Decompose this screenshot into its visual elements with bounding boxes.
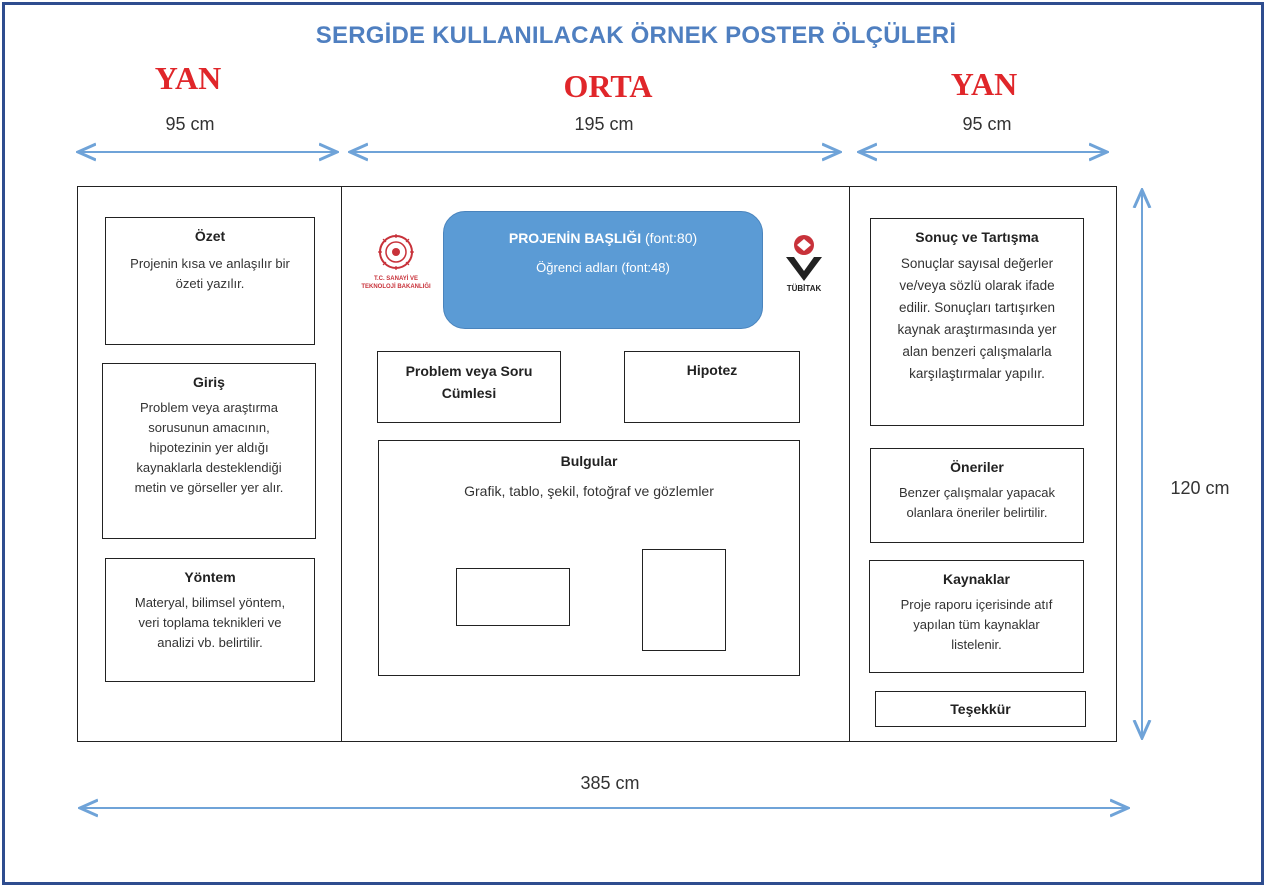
- project-title-box: PROJENİN BAŞLIĞI (font:80) Öğrenci adlar…: [443, 211, 763, 329]
- problem-title-line: Problem veya Soru: [405, 363, 533, 379]
- height-label: 120 cm: [1170, 478, 1230, 498]
- right-divider: [849, 186, 850, 742]
- intro-text-line: kaynaklarla desteklendiği: [136, 460, 282, 475]
- findings-text: Grafik, tablo, şekil, fotoğraf ve gözlem…: [464, 483, 714, 499]
- findings-title: Bulgular: [560, 453, 618, 469]
- summary-text-line: Projenin kısa ve anlaşılır bir: [130, 256, 290, 271]
- right-section-label: YAN: [950, 66, 1018, 102]
- logo-left-text: TEKNOLOJİ BAKANLIĞI: [361, 282, 431, 290]
- suggestions-text-line: Benzer çalışmalar yapacak: [898, 485, 1056, 500]
- page-title: SERGİDE KULLANILACAK ÖRNEK POSTER ÖLÇÜLE…: [315, 22, 957, 49]
- project-title-bold: PROJENİN BAŞLIĞI: [508, 230, 642, 246]
- summary-text-line: özeti yazılır.: [175, 276, 245, 291]
- student-names: Öğrenci adları (font:48): [536, 260, 670, 275]
- sample-table-placeholder: [456, 568, 570, 626]
- left-divider: [341, 186, 342, 742]
- references-text-line: yapılan tüm kaynaklar: [913, 617, 1040, 632]
- result-title: Sonuç ve Tartışma: [915, 229, 1039, 245]
- result-text-line: Sonuçlar sayısal değerler: [900, 256, 1054, 271]
- method-box: Yöntem Materyal, bilimsel yöntem, veri t…: [105, 558, 315, 682]
- logo-left-text: T.C. SANAYİ VE: [374, 275, 418, 282]
- result-box: Sonuç ve Tartışma Sonuçlar sayısal değer…: [870, 218, 1084, 426]
- result-text-line: karşılaştırmalar yapılır.: [909, 366, 1045, 381]
- right-width-label: 95 cm: [962, 114, 1012, 134]
- intro-text-line: sorusunun amacının,: [148, 420, 270, 435]
- findings-box: Bulgular Grafik, tablo, şekil, fotoğraf …: [378, 440, 800, 676]
- intro-text-line: Problem veya araştırma: [140, 400, 278, 415]
- intro-text-line: metin ve görseller yer alır.: [134, 480, 284, 495]
- intro-box: Giriş Problem veya araştırma sorusunun a…: [102, 363, 316, 539]
- center-width-label: 195 cm: [574, 114, 634, 134]
- ministry-logo-icon: T.C. SANAYİ VE TEKNOLOJİ BAKANLIĞI: [361, 234, 431, 290]
- references-text-line: Proje raporu içerisinde atıf: [900, 597, 1053, 612]
- suggestions-title: Öneriler: [950, 459, 1004, 475]
- result-text-line: ve/veya sözlü olarak ifade: [899, 278, 1055, 293]
- references-text-line: listelenir.: [951, 637, 1002, 652]
- hypothesis-box: Hipotez: [624, 351, 800, 423]
- poster-outline: [77, 186, 1117, 742]
- intro-title: Giriş: [193, 374, 225, 390]
- project-title-line: PROJENİN BAŞLIĞI (font:80): [444, 230, 762, 246]
- result-text-line: alan benzeri çalışmalarla: [902, 344, 1052, 359]
- hypothesis-title: Hipotez: [686, 362, 738, 378]
- intro-text-line: hipotezinin yer aldığı: [149, 440, 269, 455]
- references-title: Kaynaklar: [943, 571, 1010, 587]
- suggestions-text-line: olanlara öneriler belirtilir.: [906, 505, 1048, 520]
- method-text-line: veri toplama teknikleri ve: [138, 615, 282, 630]
- problem-title-line: Cümlesi: [441, 385, 497, 401]
- left-section-label: YAN: [154, 60, 222, 96]
- project-title-font: (font:80): [645, 230, 698, 246]
- logo-right-text: TÜBİTAK: [787, 284, 822, 293]
- result-text-line: kaynak araştırmasında yer: [897, 322, 1057, 337]
- references-box: Kaynaklar Proje raporu içerisinde atıf y…: [869, 560, 1084, 673]
- summary-box: Özet Projenin kısa ve anlaşılır bir özet…: [105, 217, 315, 345]
- total-width-label: 385 cm: [580, 773, 640, 793]
- left-width-label: 95 cm: [165, 114, 215, 134]
- sample-photo-placeholder: [642, 549, 726, 651]
- method-text-line: analizi vb. belirtilir.: [157, 635, 263, 650]
- thanks-title: Teşekkür: [950, 701, 1011, 717]
- method-title: Yöntem: [184, 569, 236, 585]
- problem-box: Problem veya Soru Cümlesi: [377, 351, 561, 423]
- thanks-box: Teşekkür: [875, 691, 1086, 727]
- method-text-line: Materyal, bilimsel yöntem,: [134, 595, 286, 610]
- tubitak-logo-icon: TÜBİTAK: [786, 235, 822, 293]
- result-text-line: edilir. Sonuçları tartışırken: [898, 300, 1056, 315]
- suggestions-box: Öneriler Benzer çalışmalar yapacak olanl…: [870, 448, 1084, 543]
- summary-title: Özet: [194, 228, 226, 244]
- center-section-label: ORTA: [563, 68, 653, 104]
